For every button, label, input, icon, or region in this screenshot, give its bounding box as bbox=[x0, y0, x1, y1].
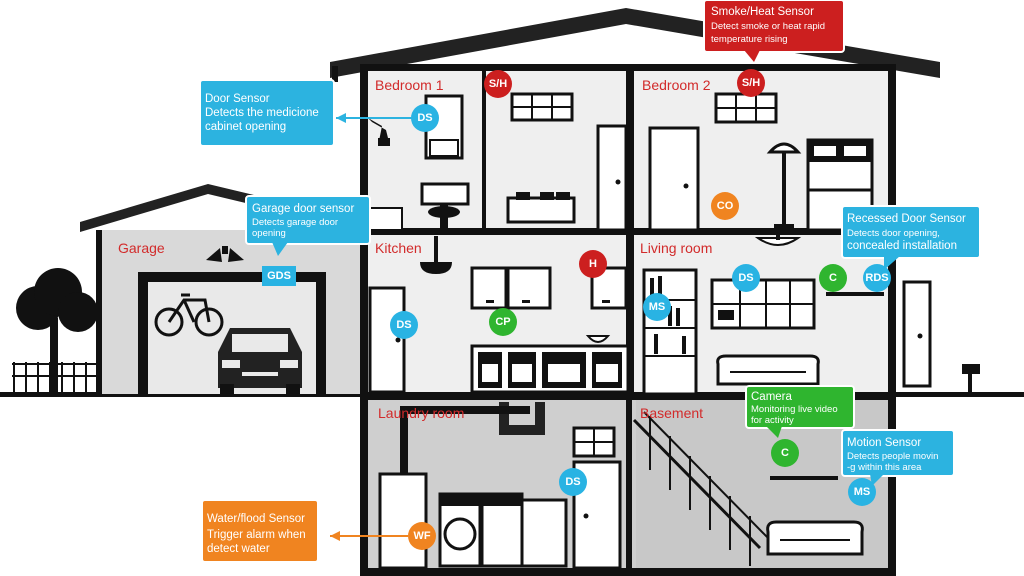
room-label-bedroom1: Bedroom 1 bbox=[375, 77, 444, 93]
room-label-bedroom2: Bedroom 2 bbox=[642, 77, 711, 93]
sensor-markers: S/H S/H DS CO GDS DS CP H bbox=[262, 69, 891, 550]
room-label-laundry-room: Laundry room bbox=[378, 405, 464, 421]
callout-camera: Camera Monitoring live video for activit… bbox=[745, 385, 855, 438]
marker-smoke-heat-bedroom1: S/H bbox=[484, 70, 512, 98]
svg-text:CO: CO bbox=[717, 200, 734, 212]
marker-door-sensor-bath: DS bbox=[411, 104, 439, 132]
callout-smoke-line: temperature rising bbox=[711, 34, 788, 45]
marker-door-sensor-laundry: DS bbox=[559, 468, 587, 496]
callout-garage-line: opening bbox=[252, 228, 286, 239]
basement-furniture bbox=[632, 411, 864, 566]
marker-door-sensor-living: DS bbox=[732, 264, 760, 292]
svg-text:DS: DS bbox=[738, 272, 753, 284]
callout-garage-title: Garage door sensor bbox=[252, 203, 354, 215]
callout-pointers bbox=[330, 113, 412, 541]
bedroom2-furniture bbox=[648, 92, 874, 232]
marker-camera-living: C bbox=[819, 264, 847, 292]
svg-text:MS: MS bbox=[649, 301, 666, 313]
marker-recessed-door-sensor: RDS bbox=[863, 264, 891, 292]
svg-text:DS: DS bbox=[417, 112, 432, 124]
callout-recessed-line: Detects door opening, bbox=[847, 228, 940, 239]
marker-camera-basement: C bbox=[771, 439, 799, 467]
callout-smoke-heat-sensor: Smoke/Heat Sensor Detect smoke or heat r… bbox=[703, 0, 845, 62]
marker-smoke-heat-bedroom2: S/H bbox=[737, 69, 765, 97]
callout-recessed-title: Recessed Door Sensor bbox=[847, 213, 966, 225]
callout-water-flood-sensor: Water/flood Sensor Trigger alarm when de… bbox=[201, 499, 319, 563]
svg-text:C: C bbox=[829, 272, 837, 284]
callout-motion-title: Motion Sensor bbox=[847, 437, 921, 449]
callout-motion-line: Detects people movin bbox=[847, 451, 938, 462]
callout-recessed-line: concealed installation bbox=[847, 240, 957, 252]
kitchen-furniture bbox=[368, 236, 630, 394]
bedroom1-furniture bbox=[365, 92, 628, 232]
svg-text:GDS: GDS bbox=[267, 270, 291, 282]
marker-heat-sensor: H bbox=[579, 250, 607, 278]
callout-motion-line: -g within this area bbox=[847, 462, 922, 473]
svg-text:S/H: S/H bbox=[742, 77, 760, 89]
room-label-garage: Garage bbox=[118, 240, 165, 256]
callout-camera-line: Monitoring live video bbox=[751, 404, 838, 415]
room-label-living-room: Living room bbox=[640, 240, 712, 256]
callout-water-line: Trigger alarm when bbox=[207, 529, 306, 541]
garage-lamp-icon bbox=[206, 246, 244, 262]
svg-text:C: C bbox=[781, 447, 789, 459]
callout-motion-sensor: Motion Sensor Detects people movin -g wi… bbox=[841, 429, 955, 486]
callout-smoke-title: Smoke/Heat Sensor bbox=[711, 6, 814, 18]
callout-smoke-line: Detect smoke or heat rapid bbox=[711, 21, 825, 32]
callout-door-sensor: Door Sensor Detects the medicione cabine… bbox=[199, 79, 335, 147]
svg-text:DS: DS bbox=[565, 476, 580, 488]
svg-text:MS: MS bbox=[854, 486, 871, 498]
svg-text:RDS: RDS bbox=[865, 272, 888, 284]
fence bbox=[12, 362, 100, 393]
svg-text:S/H: S/H bbox=[489, 78, 507, 90]
callout-garage-line: Detects garage door bbox=[252, 217, 338, 228]
callout-door-sensor-line: cabinet opening bbox=[205, 121, 286, 133]
room-label-basement: Basement bbox=[640, 405, 703, 421]
svg-text:H: H bbox=[589, 258, 597, 270]
bicycle-icon bbox=[154, 293, 224, 337]
tree bbox=[16, 268, 98, 394]
callout-water-title: Water/flood Sensor bbox=[207, 513, 305, 525]
marker-motion-sensor-living: MS bbox=[643, 293, 671, 321]
room-label-kitchen: Kitchen bbox=[375, 240, 422, 256]
marker-garage-door-sensor: GDS bbox=[262, 266, 296, 286]
laundry-furniture bbox=[378, 402, 622, 570]
svg-text:CP: CP bbox=[495, 316, 510, 328]
callout-camera-title: Camera bbox=[751, 391, 793, 403]
callout-water-line: detect water bbox=[207, 543, 270, 555]
marker-water-flood-sensor: WF bbox=[408, 522, 436, 550]
living-room-furniture bbox=[642, 232, 980, 396]
marker-cp-sensor: CP bbox=[489, 308, 517, 336]
car-icon bbox=[218, 328, 302, 394]
mailbox-icon bbox=[962, 364, 980, 374]
callout-door-sensor-title: Door Sensor bbox=[205, 93, 270, 105]
marker-motion-sensor-basement: MS bbox=[848, 478, 876, 506]
svg-text:WF: WF bbox=[413, 530, 430, 542]
callout-camera-line: for activity bbox=[751, 415, 794, 426]
callout-recessed-door-sensor: Recessed Door Sensor Detects door openin… bbox=[841, 205, 981, 270]
marker-door-sensor-kitchen: DS bbox=[390, 311, 418, 339]
callout-garage-door-sensor: Garage door sensor Detects garage door o… bbox=[245, 195, 371, 256]
callout-door-sensor-line: Detects the medicione bbox=[205, 107, 319, 119]
marker-co-sensor: CO bbox=[711, 192, 739, 220]
svg-text:DS: DS bbox=[396, 319, 411, 331]
